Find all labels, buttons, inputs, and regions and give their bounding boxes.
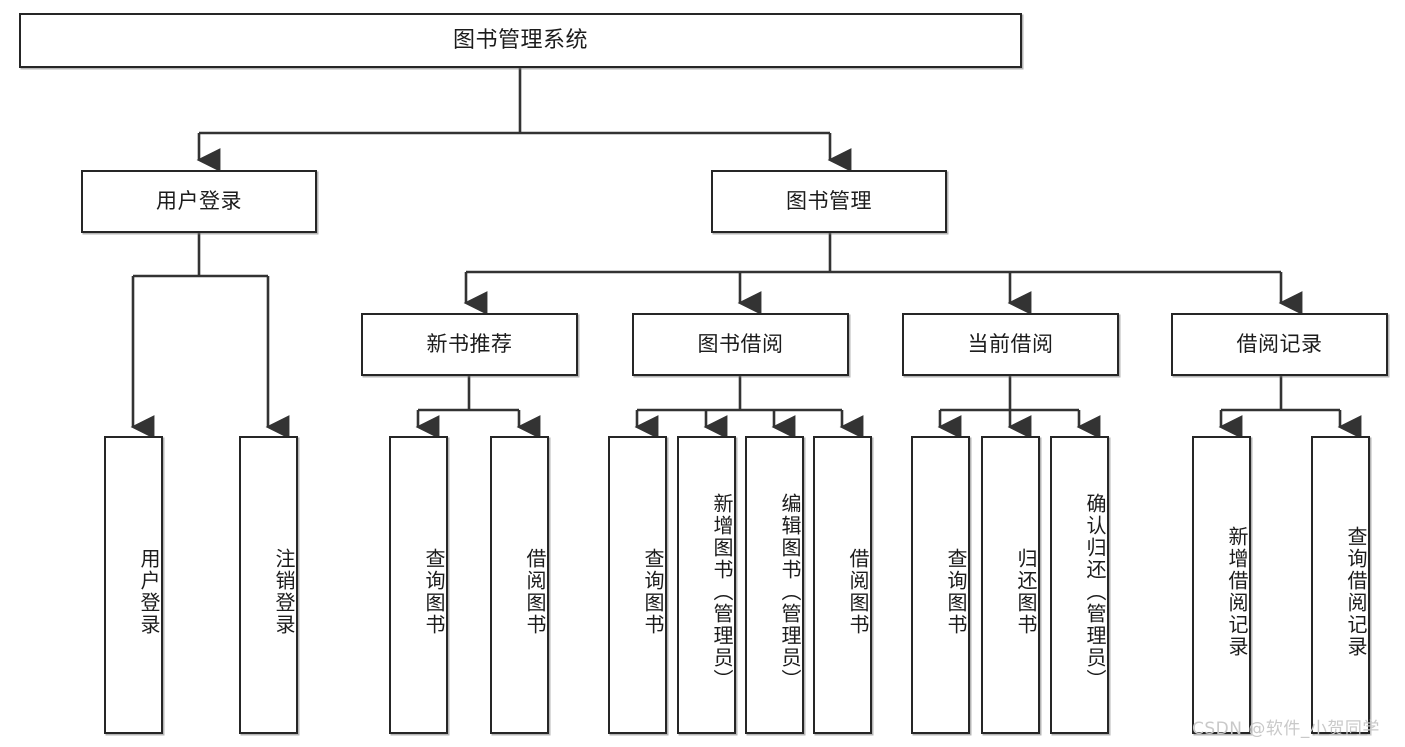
node-book-borrow[interactable]: 图书借阅: [632, 313, 849, 376]
leaf-current-confirm-return-admin[interactable]: 确认归还（管理员）: [1050, 436, 1109, 734]
node-user-login-label: 用户登录: [156, 189, 242, 214]
leaf-borrow-borrow-book-label: 借阅图书: [846, 548, 870, 636]
node-root-label: 图书管理系统: [452, 27, 588, 53]
leaf-record-add-record-label: 新增借阅记录: [1225, 526, 1249, 658]
leaf-current-query-book-label: 查询图书: [944, 548, 968, 636]
leaf-borrow-query-book-label: 查询图书: [641, 548, 665, 636]
node-user-login[interactable]: 用户登录: [81, 170, 317, 233]
leaf-record-query-record[interactable]: 查询借阅记录: [1311, 436, 1370, 734]
leaf-borrow-edit-book-admin[interactable]: 编辑图书（管理员）: [745, 436, 804, 734]
node-current-borrow-label: 当前借阅: [967, 332, 1054, 357]
node-book-borrow-label: 图书借阅: [697, 332, 784, 357]
leaf-current-confirm-return-admin-label: 确认归还（管理员）: [1083, 493, 1107, 691]
leaf-record-add-record[interactable]: 新增借阅记录: [1192, 436, 1251, 734]
leaf-borrow-query-book[interactable]: 查询图书: [608, 436, 667, 734]
leaf-current-query-book[interactable]: 查询图书: [911, 436, 970, 734]
leaf-current-return-book[interactable]: 归还图书: [981, 436, 1040, 734]
leaf-borrow-add-book-admin[interactable]: 新增图书（管理员）: [677, 436, 736, 734]
node-borrow-record[interactable]: 借阅记录: [1171, 313, 1388, 376]
leaf-record-query-record-label: 查询借阅记录: [1344, 526, 1368, 658]
leaf-borrow-borrow-book[interactable]: 借阅图书: [813, 436, 872, 734]
node-book-management[interactable]: 图书管理: [711, 170, 947, 233]
leaf-user-login-label: 用户登录: [137, 548, 161, 636]
node-new-book-recommend-label: 新书推荐: [426, 332, 513, 357]
node-book-management-label: 图书管理: [786, 189, 872, 214]
leaf-newbook-borrow-book[interactable]: 借阅图书: [490, 436, 549, 734]
leaf-user-login[interactable]: 用户登录: [104, 436, 163, 734]
leaf-user-logout-label: 注销登录: [272, 548, 296, 636]
leaf-user-logout[interactable]: 注销登录: [239, 436, 298, 734]
node-root[interactable]: 图书管理系统: [19, 13, 1022, 68]
node-new-book-recommend[interactable]: 新书推荐: [361, 313, 578, 376]
node-current-borrow[interactable]: 当前借阅: [902, 313, 1119, 376]
leaf-current-return-book-label: 归还图书: [1014, 548, 1038, 636]
leaf-borrow-add-book-admin-label: 新增图书（管理员）: [710, 493, 734, 691]
csdn-watermark: CSDN @软件_小贺同学: [1192, 719, 1380, 739]
leaf-newbook-query-book-label: 查询图书: [422, 548, 446, 636]
leaf-borrow-edit-book-admin-label: 编辑图书（管理员）: [778, 493, 802, 691]
leaf-newbook-borrow-book-label: 借阅图书: [523, 548, 547, 636]
leaf-newbook-query-book[interactable]: 查询图书: [389, 436, 448, 734]
node-borrow-record-label: 借阅记录: [1236, 332, 1323, 357]
